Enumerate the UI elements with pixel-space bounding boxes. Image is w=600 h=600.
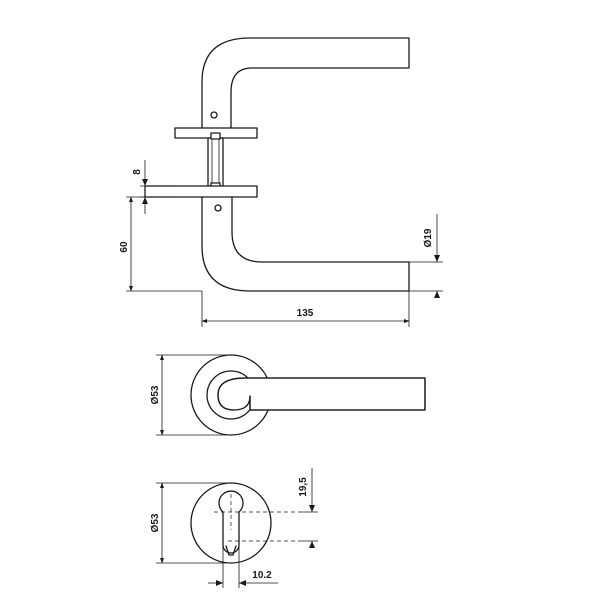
spindle-pin-top <box>210 132 221 140</box>
spindle <box>207 137 224 187</box>
dim-rose-thickness: 8 <box>132 169 143 175</box>
front-view-handle: Ø53 <box>150 354 426 436</box>
dim-cylinder-offset: 19,5 <box>298 477 309 497</box>
dim-projection: 135 <box>297 308 314 319</box>
front-view-escutcheon: Ø53 19,5 10.2 <box>150 468 318 588</box>
dim-cylinder-width: 10.2 <box>252 570 272 581</box>
side-view: 8 60 Ø19 135 <box>119 37 443 327</box>
lower-rose <box>144 185 258 198</box>
dim-height-from-rose: 60 <box>119 241 130 253</box>
dim-handle-diameter: Ø19 <box>423 228 434 247</box>
dim-rose-diameter-bottom: Ø53 <box>150 513 161 532</box>
screw-hole-top <box>210 111 218 119</box>
front-handle-lever <box>217 377 426 411</box>
dim-rose-diameter-top: Ø53 <box>150 385 161 404</box>
screw-hole-bottom <box>214 204 222 212</box>
handle-lever-upper <box>201 37 410 129</box>
handle-lever-lower <box>201 196 410 292</box>
